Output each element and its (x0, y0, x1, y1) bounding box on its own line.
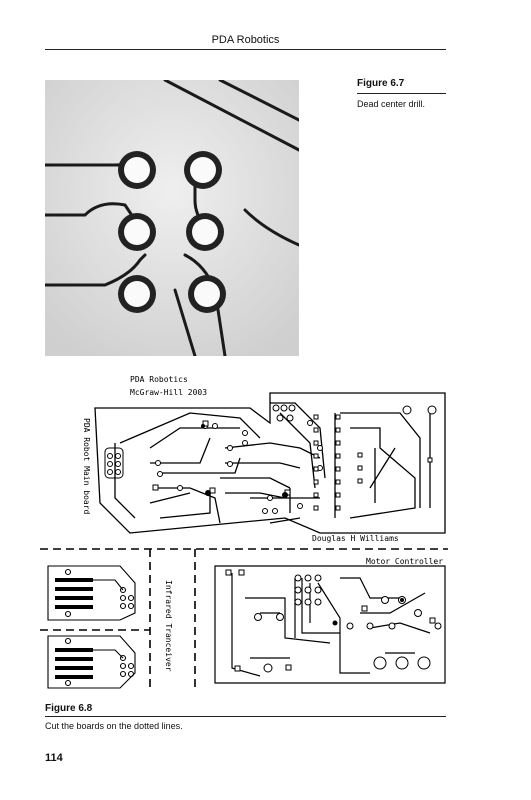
figure-6-8-label: Figure 6.8 (45, 703, 93, 714)
drill-holes-photo (45, 80, 299, 356)
page-number: 114 (45, 752, 63, 764)
figure-6-7-rule (357, 93, 446, 94)
infrared-label: Infrared Tranceiver (164, 580, 173, 672)
pcb-title-line1: PDA Robotics (130, 375, 188, 384)
running-header: PDA Robotics (211, 34, 280, 46)
main-board-label: PDA Robot Main board (82, 418, 91, 515)
header-rule (45, 49, 446, 50)
figure-6-7-label: Figure 6.7 (357, 78, 405, 89)
pcb-layout-diagram: PDA Robotics McGraw-Hill 2003 PDA Robot … (40, 375, 448, 690)
figure-6-7-caption: Dead center drill. (357, 99, 426, 109)
motor-controller-label: Motor Controller (366, 557, 443, 566)
figure-6-8-rule (45, 716, 446, 717)
pcb-author: Douglas H Williams (312, 534, 399, 543)
figure-6-8-caption: Cut the boards on the dotted lines. (45, 721, 183, 731)
pcb-title-line2: McGraw-Hill 2003 (130, 388, 207, 397)
